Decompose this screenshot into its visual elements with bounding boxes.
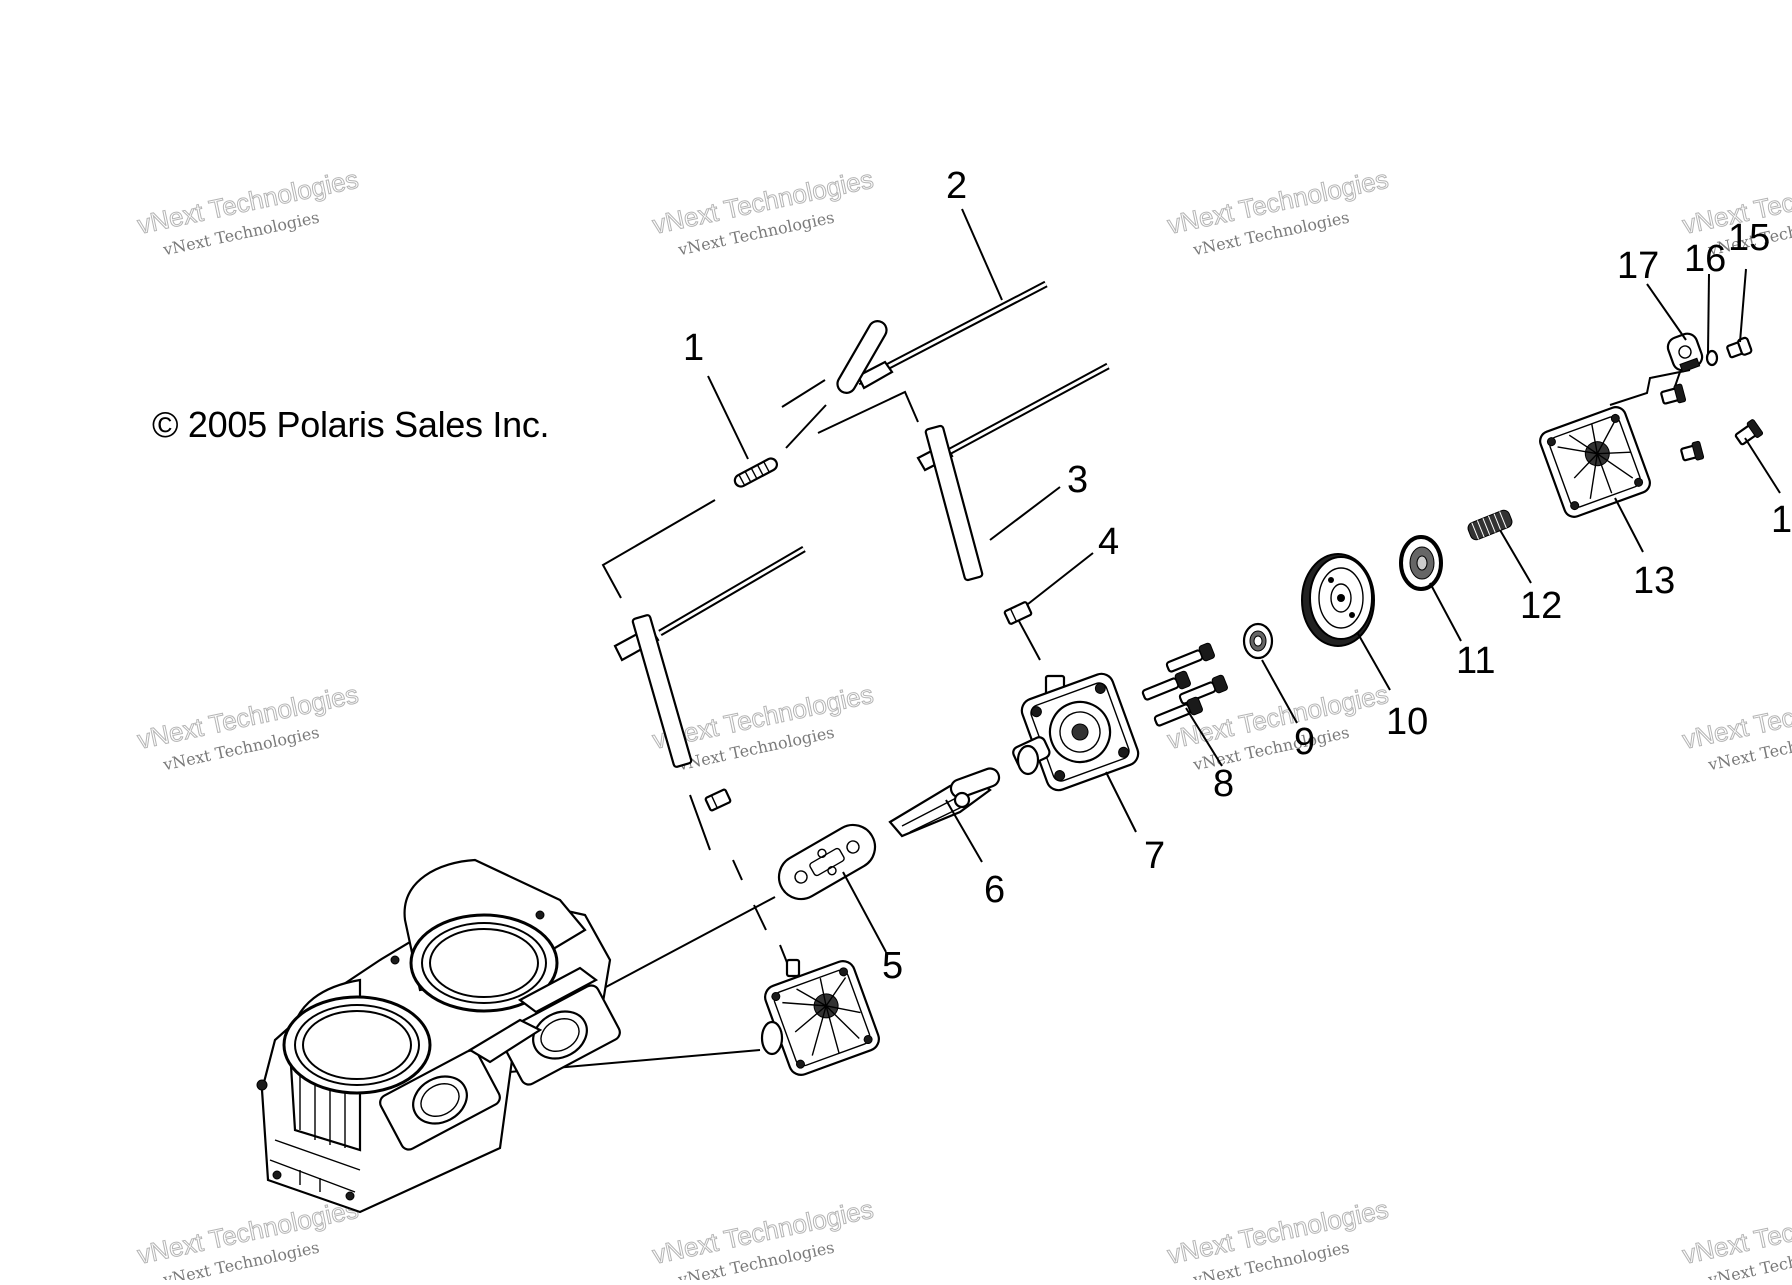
- callout-17: 17: [1617, 245, 1659, 287]
- part-11-retainer: [1399, 535, 1443, 591]
- callout-4: 4: [1098, 521, 1119, 563]
- part-5-gasket: [777, 823, 877, 901]
- callout-6: 6: [984, 869, 1005, 911]
- callout-11: 11: [1456, 640, 1495, 682]
- part-10-diaphragm: [1301, 553, 1375, 647]
- part-2-cable: [785, 280, 1048, 449]
- lower-cable-tube: [613, 545, 806, 812]
- part-15-bolt: [1726, 336, 1753, 359]
- callout-5: 5: [882, 945, 903, 987]
- callout-14-partial: 1: [1771, 499, 1792, 541]
- callout-15: 15: [1728, 217, 1770, 259]
- callout-3: 3: [1067, 459, 1088, 501]
- callouts: 1 2 3 4 5 6 7 8 9 10 11 12 13 1 15 16 17: [683, 165, 1792, 987]
- part-7-valve-housing: [1012, 672, 1140, 792]
- part-13-cover: [1539, 383, 1764, 518]
- part-17-bracket: [1666, 332, 1704, 373]
- lower-cover: [760, 958, 880, 1076]
- part-8-screws: [1141, 642, 1228, 727]
- part-6-lever-arm: [888, 767, 1001, 838]
- callout-2: 2: [946, 165, 967, 207]
- callout-9: 9: [1294, 721, 1315, 763]
- cylinder-block: [256, 858, 621, 1214]
- callout-1: 1: [683, 327, 704, 369]
- part-9-washer: [1242, 622, 1274, 660]
- part-4-fitting: [1003, 601, 1033, 625]
- callout-10: 10: [1386, 701, 1428, 743]
- part-1-spring: [733, 457, 778, 488]
- callout-16: 16: [1684, 238, 1726, 280]
- callout-13: 13: [1633, 560, 1675, 602]
- copyright-notice: © 2005 Polaris Sales Inc.: [152, 404, 550, 445]
- part-3-cable-tube: [916, 362, 1110, 582]
- callout-7: 7: [1144, 835, 1165, 877]
- callout-8: 8: [1213, 763, 1234, 805]
- part-12-spring: [1467, 509, 1513, 541]
- part-16-washer: [1705, 349, 1719, 367]
- callout-12: 12: [1520, 585, 1562, 627]
